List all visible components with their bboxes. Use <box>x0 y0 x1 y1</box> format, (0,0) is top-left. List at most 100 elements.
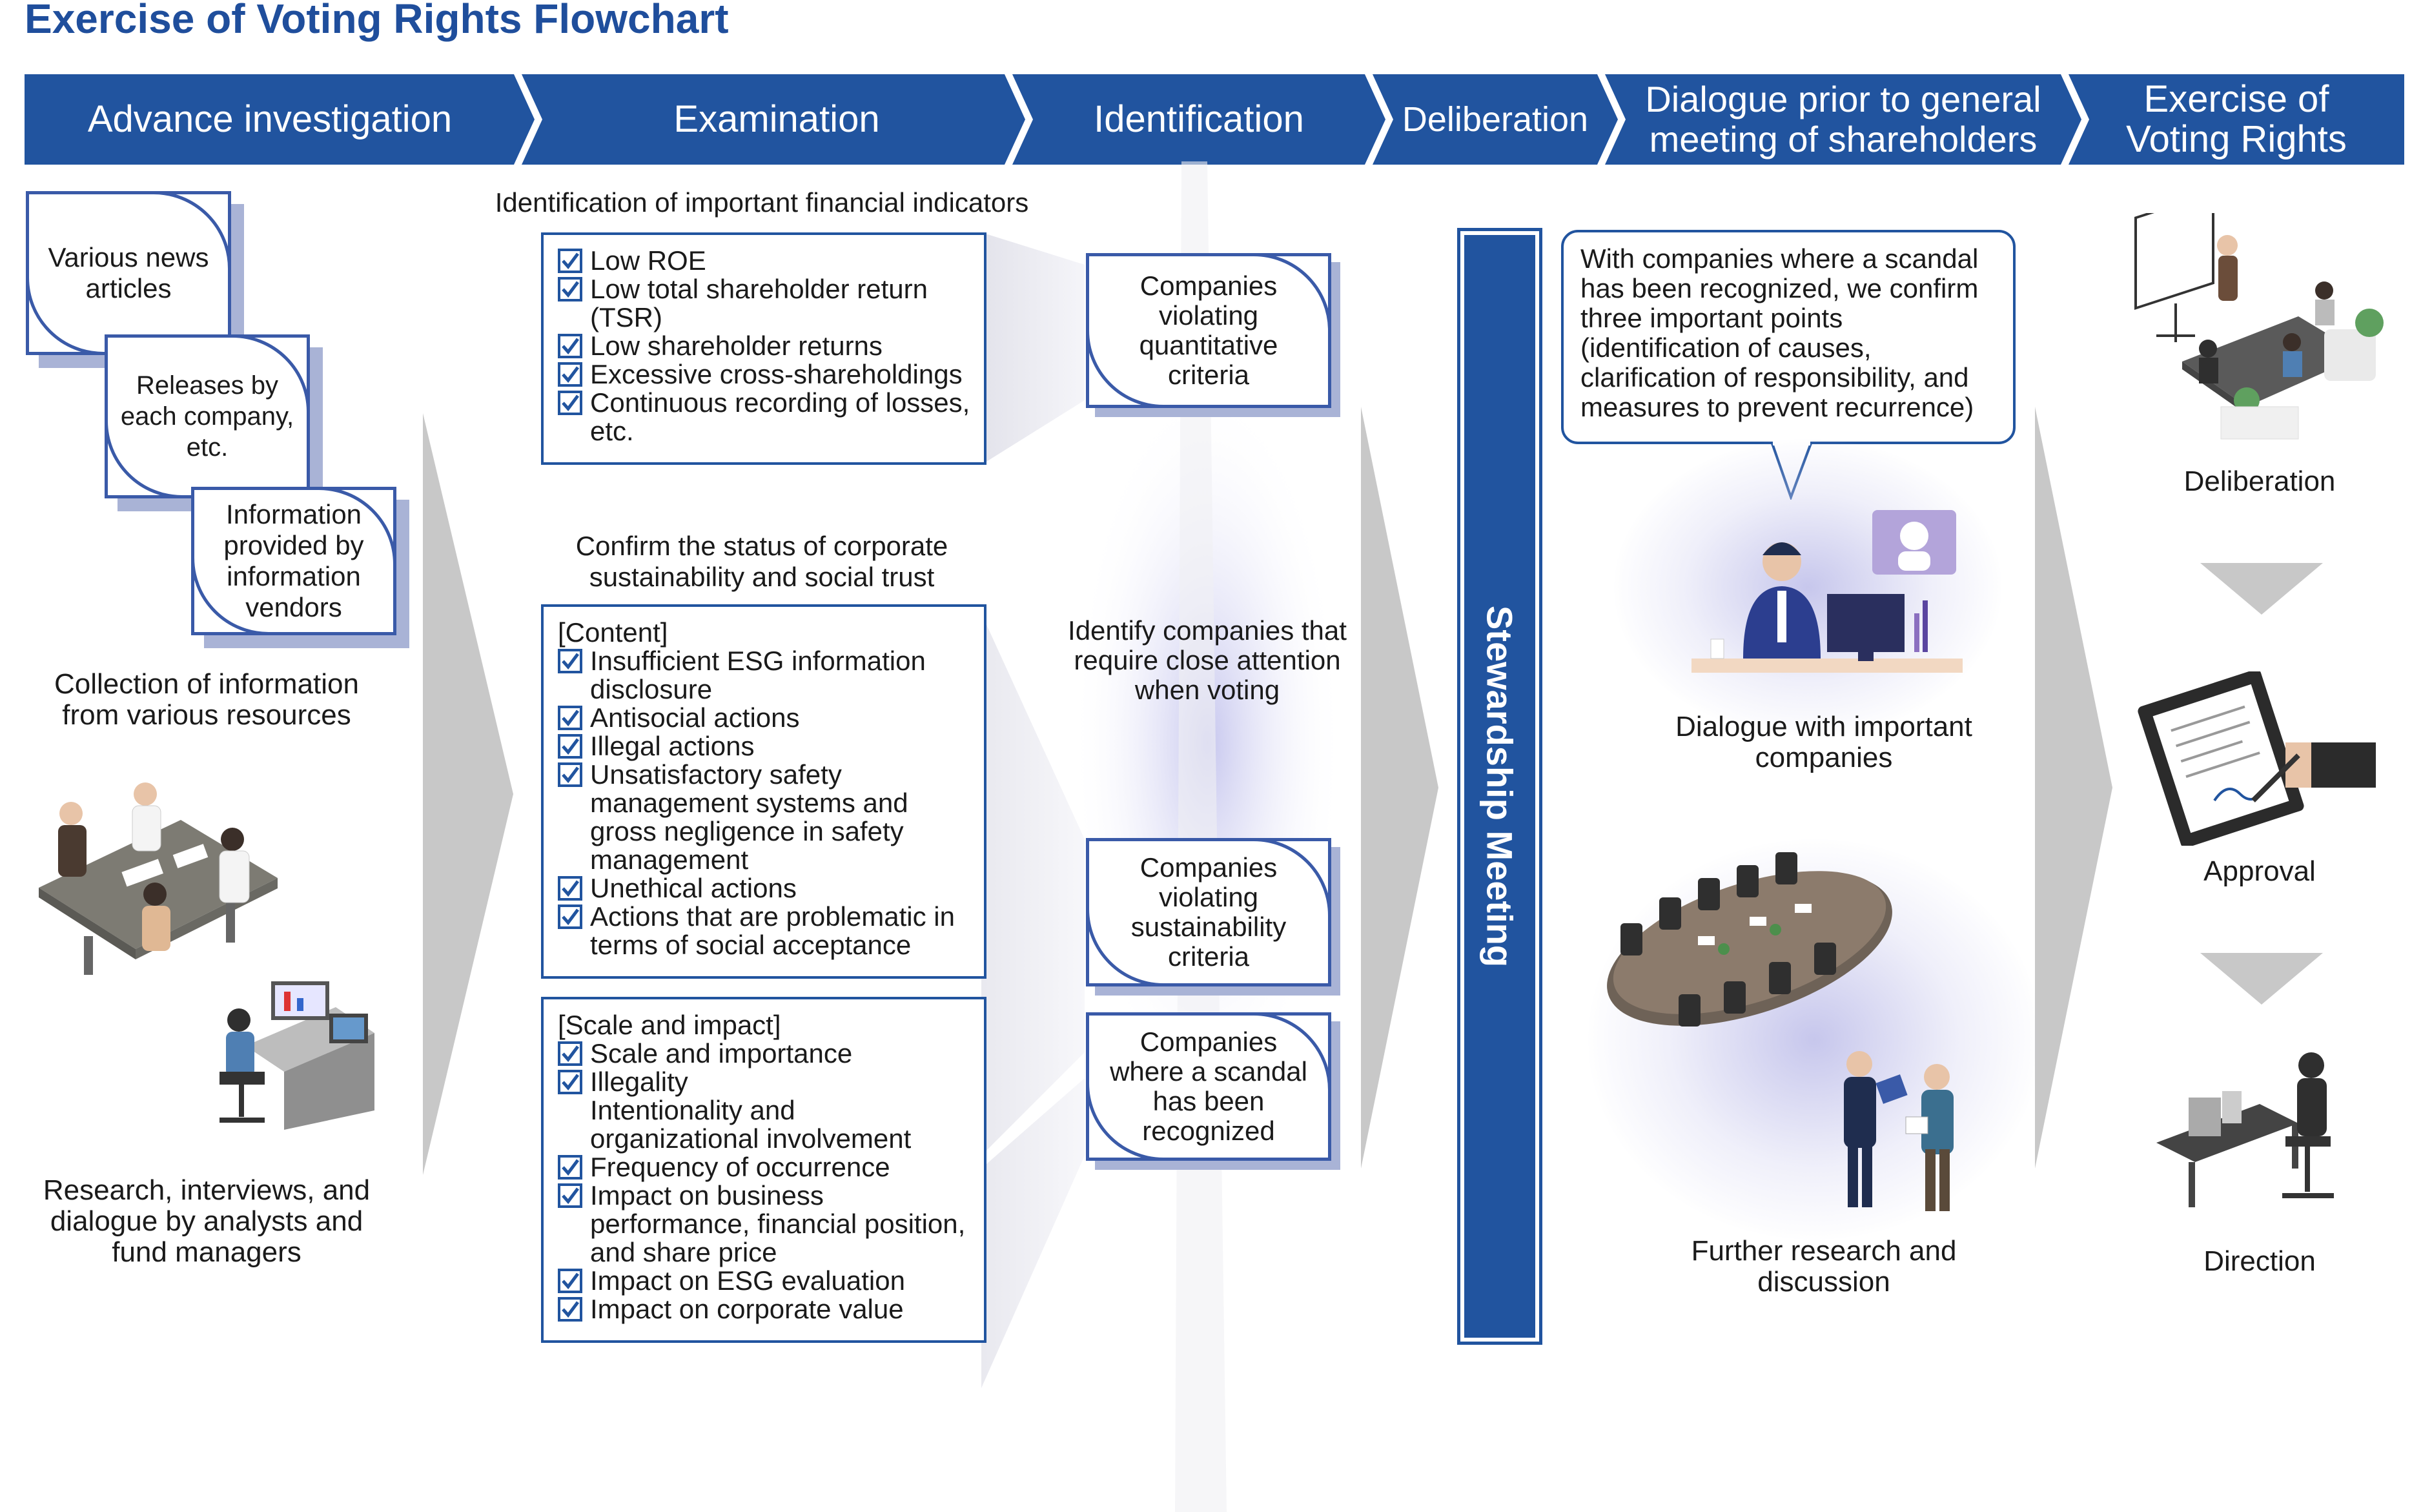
item-text: Impact on business performance, financia… <box>590 1180 966 1267</box>
doc-scandal: Companies where a scandal has been recog… <box>1086 1012 1331 1161</box>
content-item: Antisocial actions <box>558 704 971 732</box>
content-item: Actions that are problematic in terms of… <box>558 903 971 959</box>
content-item: Unsatisfactory safety management systems… <box>558 761 971 874</box>
scale-label: [Scale and impact] <box>558 1010 781 1040</box>
checkbox-icon <box>558 334 582 358</box>
doc-label: Releases by each company, etc. <box>120 371 294 462</box>
checkbox-icon <box>558 1070 582 1094</box>
flow-arrow-2 <box>1361 407 1438 1169</box>
scale-item: Impact on business performance, financia… <box>558 1181 971 1267</box>
scale-item: Intentionality and organizational involv… <box>558 1096 971 1153</box>
doc-quantitative: Companies violating quantitative criteri… <box>1086 253 1331 408</box>
collection-caption: Collection of information from various r… <box>54 668 359 731</box>
doc-company-releases: Releases by each company, etc. <box>105 334 310 498</box>
content-item: Insufficient ESG information disclosure <box>558 647 971 704</box>
exercise-down-arrow-2 <box>2200 953 2323 1005</box>
signature-illustration <box>2138 671 2376 846</box>
scale-item: Impact on corporate value <box>558 1295 971 1323</box>
conference-table-illustration <box>1607 852 1892 1027</box>
doc-sustainability: Companies violating sustainability crite… <box>1086 838 1331 986</box>
stage-label-line1: Dialogue prior to general <box>1645 79 2041 119</box>
item-text: Intentionality and organizational involv… <box>590 1095 912 1154</box>
item-text: Unethical actions <box>590 873 797 903</box>
exercise-step-deliberation: Deliberation <box>2183 465 2336 497</box>
item-text: Frequency of occurrence <box>590 1152 890 1182</box>
checkbox-icon <box>558 876 582 901</box>
dialogue-bubble: With companies where a scandal has been … <box>1561 230 2016 444</box>
stage-label: Advance investigation <box>87 98 453 140</box>
item-text: Scale and importance <box>590 1038 853 1068</box>
item-text: Impact on corporate value <box>590 1294 904 1324</box>
stage-examination: Examination <box>522 74 1025 165</box>
content-label: [Content] <box>558 617 668 648</box>
financial-item: Low total shareholder return (TSR) <box>558 275 971 332</box>
video-call-illustration <box>1691 510 1963 673</box>
stage-advance-investigation: Advance investigation <box>25 74 535 165</box>
item-text: Antisocial actions <box>590 702 800 733</box>
doc-news-articles: Various news articles <box>26 191 231 355</box>
presentation-illustration <box>2134 213 2384 440</box>
further-research-caption: Further research and discussion <box>1691 1235 1957 1298</box>
checkbox-icon <box>558 706 582 730</box>
stewardship-meeting-label: Stewardship Meeting <box>1479 605 1520 968</box>
checkbox-icon <box>558 391 582 415</box>
stage-dialogue: Dialogue prior to general meeting of sha… <box>1605 74 2081 165</box>
item-text: Continuous recording of losses, etc. <box>590 387 970 446</box>
exercise-step-approval: Approval <box>2203 855 2316 887</box>
checkbox-icon <box>558 277 582 301</box>
research-caption: Research, interviews, and dialogue by an… <box>43 1174 371 1268</box>
item-text: Illegal actions <box>590 731 755 761</box>
checkbox-icon <box>558 904 582 929</box>
bubble-text: With companies where a scandal has been … <box>1580 243 1979 422</box>
doc-label: Information provided by information vend… <box>223 499 364 622</box>
financial-item: Excessive cross-shareholdings <box>558 360 971 389</box>
content-box: [Content] Insufficient ESG information d… <box>541 604 986 979</box>
scale-item: Impact on ESG evaluation <box>558 1267 971 1295</box>
dialogue-caption: Dialogue with important companies <box>1675 711 1972 773</box>
item-text: Low total shareholder return (TSR) <box>590 274 928 332</box>
checkbox-icon <box>558 1269 582 1293</box>
stage-label: Deliberation <box>1402 100 1589 139</box>
scale-item: Illegality <box>558 1068 971 1096</box>
item-text: Actions that are problematic in terms of… <box>590 901 955 960</box>
checkbox-icon <box>558 1183 582 1208</box>
financial-item: Continuous recording of losses, etc. <box>558 389 971 445</box>
checkbox-icon <box>558 362 582 387</box>
stage-label: Examination <box>673 98 880 140</box>
doc-label: Companies violating quantitative criteri… <box>1139 271 1278 390</box>
checkbox-icon <box>558 649 582 673</box>
financial-box: Low ROE Low total shareholder return (TS… <box>541 232 986 465</box>
content-item: Illegal actions <box>558 732 971 761</box>
checkbox-icon <box>558 1041 582 1066</box>
stewardship-meeting-bar: Stewardship Meeting <box>1457 228 1542 1345</box>
checkbox-icon <box>558 1155 582 1180</box>
meeting-illustration <box>39 782 278 975</box>
stage-label-line2: meeting of shareholders <box>1649 119 2038 159</box>
item-text: Unsatisfactory safety management systems… <box>590 759 908 875</box>
financial-item: Low ROE <box>558 247 971 275</box>
desk-worker-illustration <box>2156 1052 2334 1207</box>
item-text: Low shareholder returns <box>590 331 883 361</box>
identify-caption: Identify companies that require close at… <box>1068 615 1347 705</box>
scale-box: [Scale and impact] Scale and importance … <box>541 997 986 1343</box>
item-text: Low ROE <box>590 245 706 276</box>
financial-item: Low shareholder returns <box>558 332 971 360</box>
stage-exercise: Exercise of Voting Rights <box>2069 74 2404 165</box>
exercise-step-direction: Direction <box>2203 1245 2316 1277</box>
scale-item: Frequency of occurrence <box>558 1153 971 1181</box>
item-text: Illegality <box>590 1067 688 1097</box>
flow-arrow-1 <box>423 413 513 1175</box>
dialogue-glow <box>1614 439 2001 736</box>
item-text: Impact on ESG evaluation <box>590 1265 905 1296</box>
checkbox-icon <box>558 1297 582 1322</box>
stage-identification: Identification <box>1012 74 1385 165</box>
content-item: Unethical actions <box>558 874 971 903</box>
office-worker-illustration <box>220 981 374 1130</box>
sustainability-header: Confirm the status of corporate sustaina… <box>575 531 948 592</box>
page-title: Exercise of Voting Rights Flowchart <box>25 0 729 42</box>
scale-item: Scale and importance <box>558 1039 971 1068</box>
doc-label: Companies where a scandal has been recog… <box>1110 1027 1307 1146</box>
item-text: Insufficient ESG information disclosure <box>590 646 926 704</box>
doc-label: Various news articles <box>48 242 209 303</box>
discussion-illustration <box>1844 1051 1954 1211</box>
